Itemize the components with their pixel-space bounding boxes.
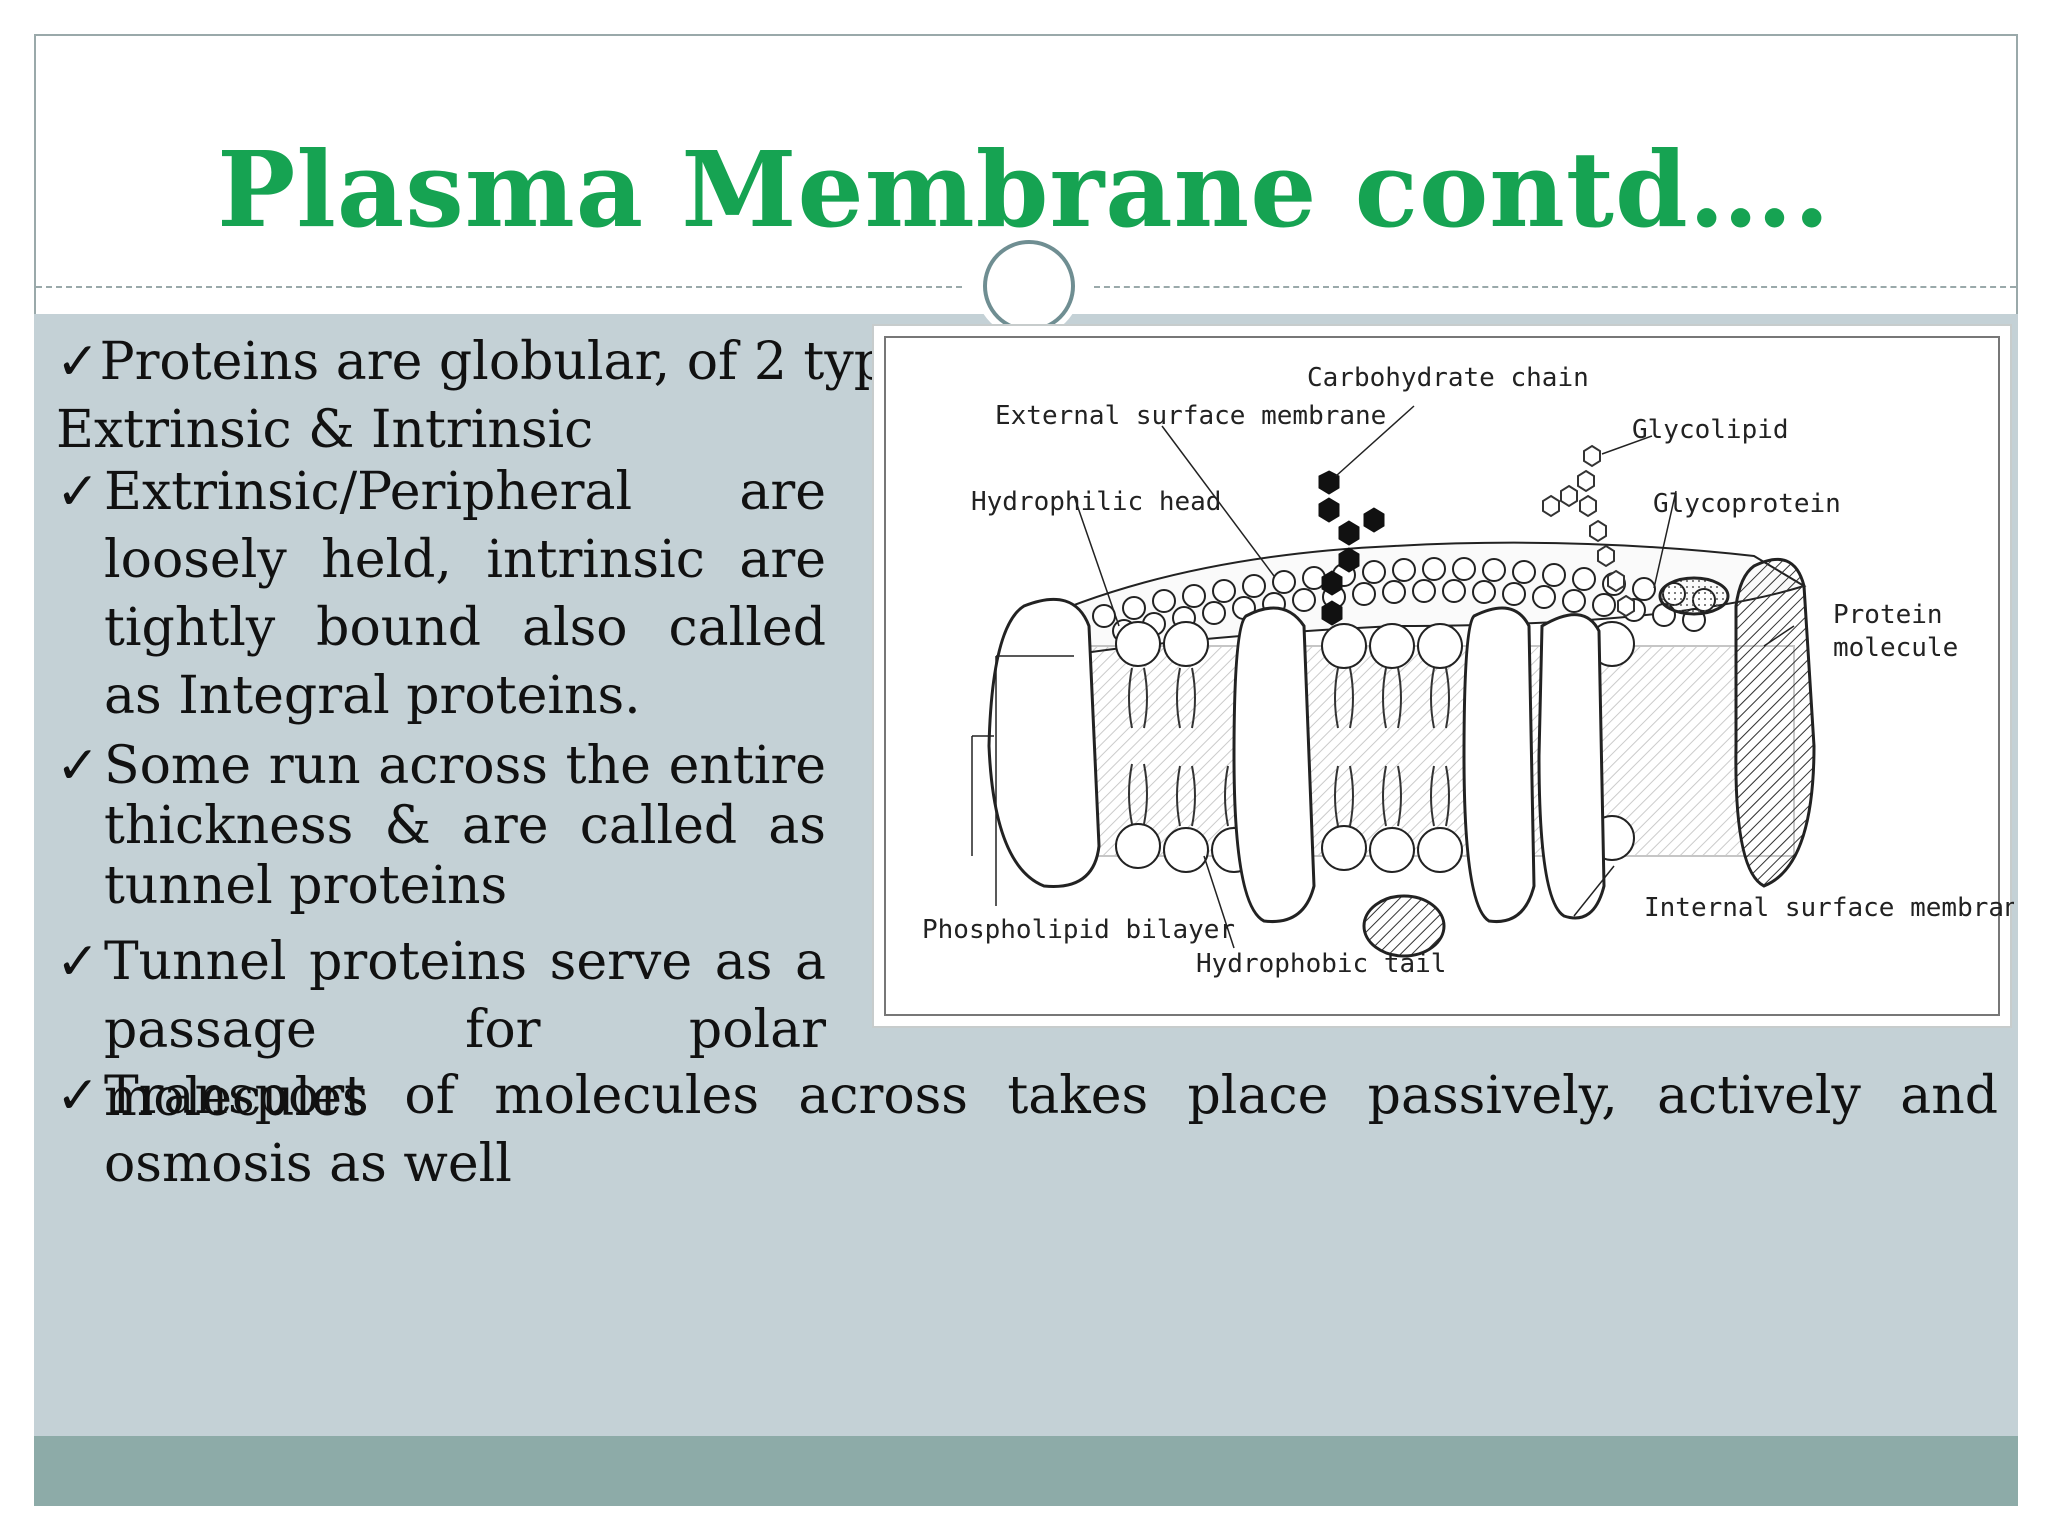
intro-line-2: Extrinsic & Intrinsic	[56, 400, 594, 460]
label-hydrophobic-tail: Hydrophobic tail	[1196, 949, 1446, 979]
bullet-item: ✓ Transport of molecules across takes pl…	[56, 1062, 1998, 1198]
label-protein-molecule-line1: Protein	[1833, 600, 1943, 630]
bullet-item: ✓ Some run across the entire thickness &…	[56, 736, 826, 916]
membrane-top-surface	[1022, 541, 1807, 658]
label-leader-lines	[971, 405, 1795, 949]
footer-bar	[34, 1436, 2018, 1506]
label-internal-surface: Internal surface membrane	[1644, 893, 2014, 923]
bullet-text: Some run across the entire thickness & a…	[104, 736, 826, 916]
bullet-item: ✓ Extrinsic/Peripheral are loosely held,…	[56, 458, 826, 730]
slide-title: Plasma Membrane contd….	[217, 128, 1831, 251]
figure-border	[884, 336, 2000, 1016]
bullet-text: Extrinsic/Peripheral are loosely held, i…	[104, 462, 826, 726]
check-icon: ✓	[56, 462, 100, 522]
intro-line-1: ✓Proteins are globular, of 2 types	[56, 328, 944, 396]
title-divider-left	[36, 286, 962, 288]
check-icon: ✓	[56, 736, 100, 796]
label-hydrophilic-head: Hydrophilic head	[971, 487, 1221, 517]
bullet-item: ✓ Tunnel proteins serve as a passage for…	[56, 928, 826, 1132]
label-glycoprotein: Glycoprotein	[1653, 489, 1841, 519]
label-protein-molecule-line2: molecule	[1833, 633, 1958, 663]
membrane-figure: Carbohydrate chain External surface memb…	[872, 324, 2014, 1028]
label-phospholipid-bilayer: Phospholipid bilayer	[922, 915, 1235, 945]
label-carbohydrate-chain: Carbohydrate chain	[1307, 363, 1589, 393]
glycolipid-chain	[1542, 444, 1635, 618]
bullet-text: Tunnel proteins serve as a passage for p…	[104, 932, 826, 1128]
bullet-text: Transport of molecules across takes plac…	[104, 1066, 1998, 1194]
check-icon: ✓	[56, 1066, 100, 1126]
check-icon: ✓	[56, 932, 100, 992]
carbohydrate-chain	[1318, 470, 1385, 626]
circle-ornament-icon	[975, 232, 1081, 338]
title-divider-right	[1094, 286, 2016, 288]
label-glycolipid: Glycolipid	[1632, 415, 1789, 445]
intro-text-1: Proteins are globular, of 2 types	[99, 332, 945, 392]
phospholipid-bilayer	[1053, 621, 1795, 873]
label-external-surface: External surface membrane	[995, 401, 1386, 431]
check-icon: ✓	[56, 332, 100, 392]
membrane-diagram: Carbohydrate chain External surface memb…	[922, 363, 2014, 979]
protein-molecules	[987, 557, 1816, 958]
